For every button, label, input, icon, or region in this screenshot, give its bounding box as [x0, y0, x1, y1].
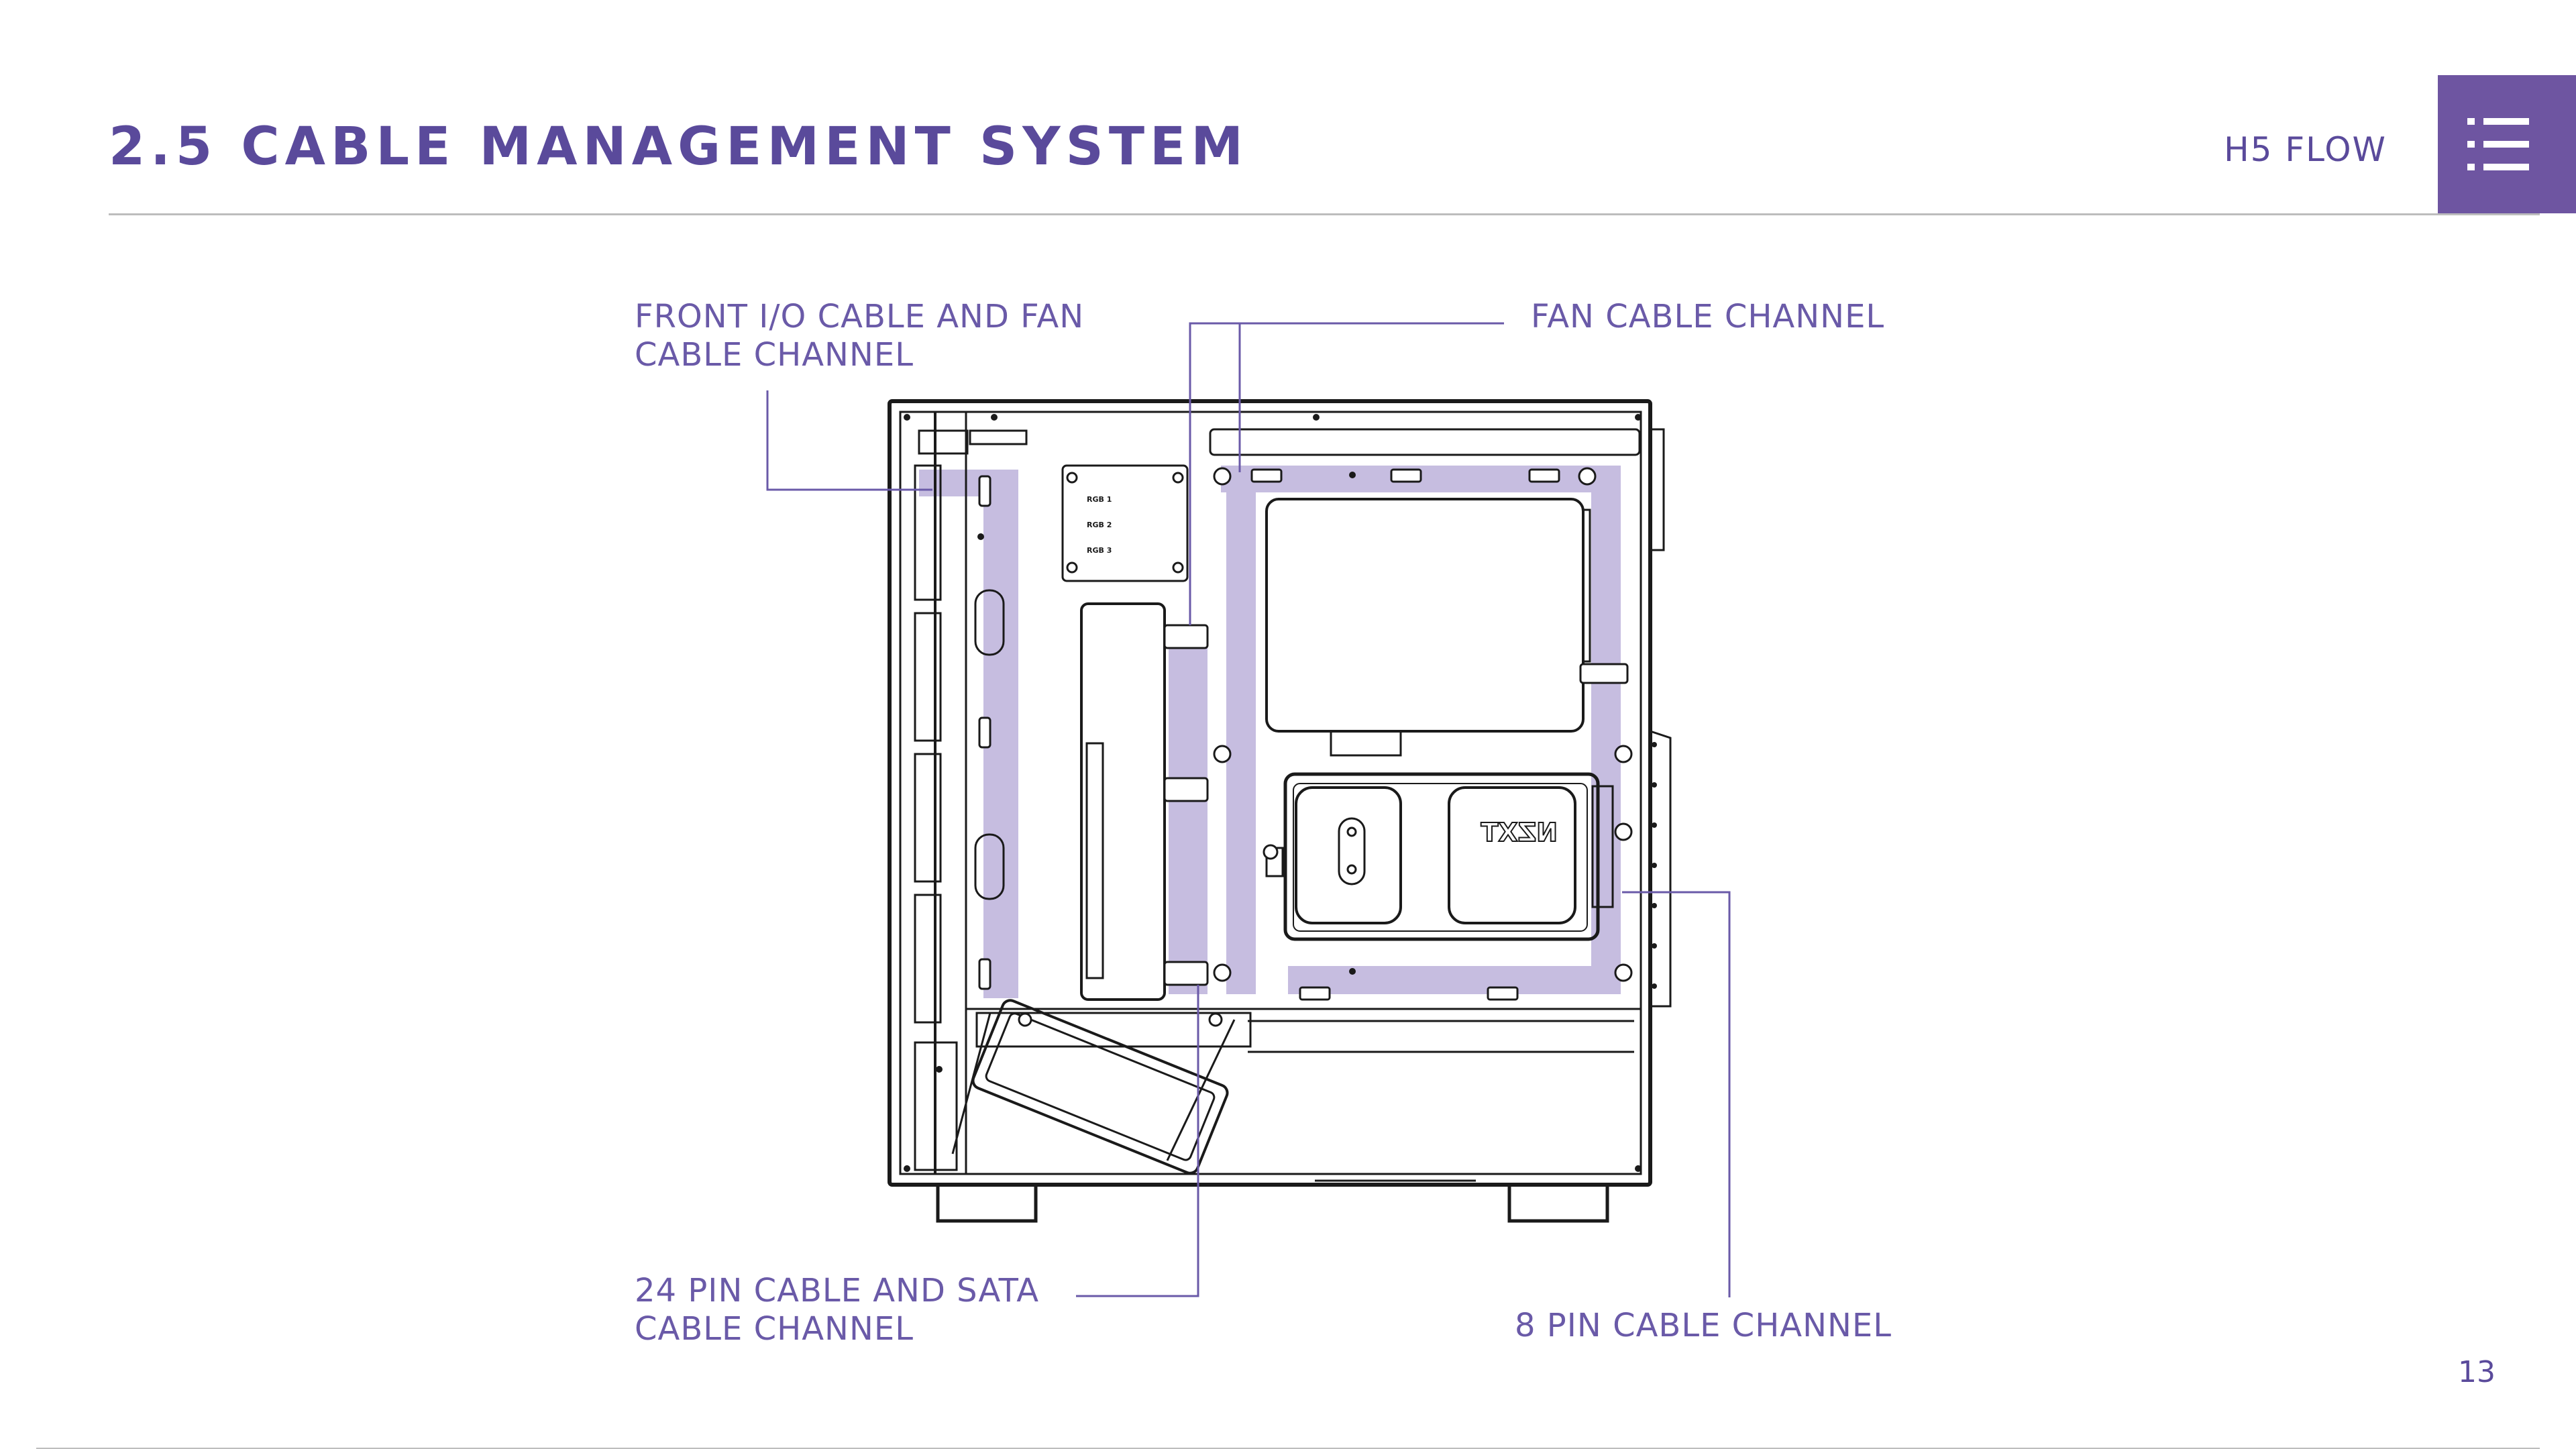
front-io-leader — [767, 390, 932, 490]
rgb-label-1: RGB 1 — [1087, 495, 1112, 504]
callout-8pin-cable-channel: 8 PIN CABLE CHANNEL — [1515, 1307, 1892, 1345]
rgb-label-3: RGB 3 — [1087, 546, 1112, 555]
bottom-channel-highlight — [1288, 966, 1621, 994]
page-number: 13 — [2458, 1358, 2496, 1387]
rgb-label-2: RGB 2 — [1087, 521, 1112, 529]
callout-24pin-sata-cable-channel: 24 PIN CABLE AND SATA CABLE CHANNEL — [635, 1272, 1039, 1348]
pin8-channel-highlight — [1591, 466, 1621, 994]
callout-front-io-cable-channel: FRONT I/O CABLE AND FAN CABLE CHANNEL — [635, 298, 1084, 374]
nzxt-logo: NZXT — [1481, 818, 1558, 847]
fan-channel-highlight — [1226, 472, 1256, 994]
callout-fan-cable-channel: FAN CABLE CHANNEL — [1531, 298, 1884, 336]
pin8-leader — [1622, 892, 1729, 1297]
pin24-channel-highlight — [1169, 627, 1208, 994]
